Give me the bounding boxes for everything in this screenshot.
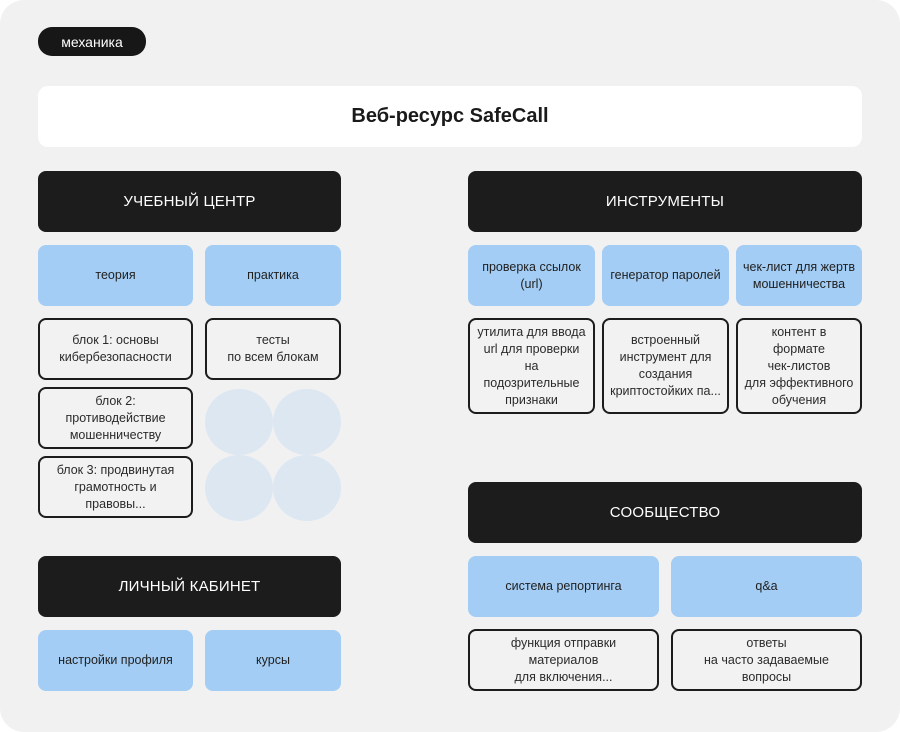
qa-box: q&a bbox=[671, 556, 862, 617]
community-header: СООБЩЕСТВО bbox=[468, 482, 862, 543]
decorative-circle bbox=[205, 455, 273, 521]
checklist-description: контент в формате чек-листов для эффекти… bbox=[736, 318, 862, 414]
block-1-box: блок 1: основы кибербезопасности bbox=[38, 318, 193, 380]
block-3-box: блок 3: продвинутая грамотность и правов… bbox=[38, 456, 193, 518]
page-title: Веб-ресурс SafeCall bbox=[38, 86, 862, 147]
profile-settings-box: настройки профиля bbox=[38, 630, 193, 691]
link-check-description: утилита для ввода url для проверки на по… bbox=[468, 318, 595, 414]
tests-box: тесты по всем блокам bbox=[205, 318, 341, 380]
password-generator-description: встроенный инструмент для создания крипт… bbox=[602, 318, 729, 414]
account-header: ЛИЧНЫЙ КАБИНЕТ bbox=[38, 556, 341, 617]
reporting-description: функция отправки материалов для включени… bbox=[468, 629, 659, 691]
mechanics-tag: механика bbox=[38, 27, 146, 56]
decorative-circle bbox=[205, 389, 273, 455]
decorative-circle bbox=[273, 389, 341, 455]
password-generator-box: генератор паролей bbox=[602, 245, 729, 306]
courses-box: курсы bbox=[205, 630, 341, 691]
theory-box: теория bbox=[38, 245, 193, 306]
reporting-box: система репортинга bbox=[468, 556, 659, 617]
practice-box: практика bbox=[205, 245, 341, 306]
block-2-box: блок 2: противодействие мошенничеству bbox=[38, 387, 193, 449]
checklist-box: чек-лист для жертв мошенничества bbox=[736, 245, 862, 306]
link-check-box: проверка ссылок (url) bbox=[468, 245, 595, 306]
qa-description: ответы на часто задаваемые вопросы bbox=[671, 629, 862, 691]
tools-header: ИНСТРУМЕНТЫ bbox=[468, 171, 862, 232]
decorative-circle bbox=[273, 455, 341, 521]
learning-center-header: УЧЕБНЫЙ ЦЕНТР bbox=[38, 171, 341, 232]
